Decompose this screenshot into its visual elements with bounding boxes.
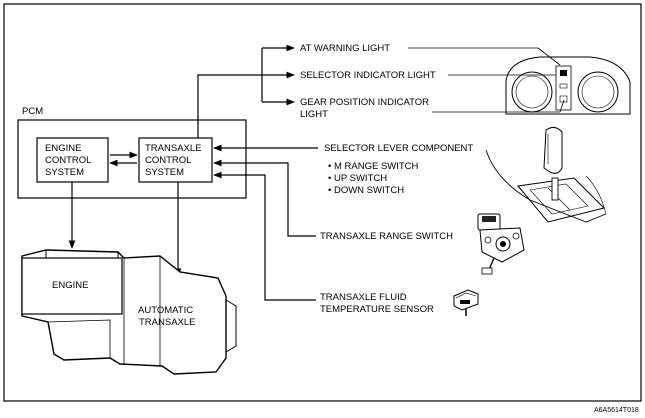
- selector-lever-illustration: [485, 126, 607, 223]
- outer-frame: [3, 3, 642, 402]
- selector-lever-component-label: SELECTOR LEVER COMPONENT: [324, 143, 473, 154]
- m-range-switch-label: • M RANGE SWITCH: [328, 161, 419, 172]
- automatic-transaxle-label-line2: TRANSAXLE: [139, 317, 196, 328]
- transaxle-range-switch-label: TRANSAXLE RANGE SWITCH: [320, 231, 453, 242]
- down-switch-label: • DOWN SWITCH: [328, 185, 404, 196]
- transaxle-fluid-temperature-label-line2: TEMPERATURE SENSOR: [320, 304, 434, 315]
- engine-control-system-box: ENGINE CONTROL SYSTEM: [36, 137, 109, 183]
- at-warning-light-label: AT WARNING LIGHT: [300, 43, 390, 54]
- pcm-box: [17, 119, 247, 199]
- ecs-line2: CONTROL: [45, 155, 91, 166]
- ecs-line1: ENGINE: [45, 143, 81, 154]
- transaxle-control-system-box: TRANSAXLE CONTROL SYSTEM: [138, 137, 213, 183]
- engine-transaxle-illustration: [21, 249, 237, 375]
- automatic-transaxle-label-line1: AUTOMATIC: [138, 305, 193, 316]
- ecs-line3: SYSTEM: [45, 167, 84, 178]
- gear-position-indicator-label-line2: LIGHT: [300, 109, 328, 120]
- tcs-line3: SYSTEM: [145, 167, 184, 178]
- selector-indicator-light-label: SELECTOR INDICATOR LIGHT: [300, 70, 436, 81]
- transaxle-range-switch-illustration: [477, 213, 525, 275]
- pcm-label: PCM: [22, 106, 43, 117]
- gear-position-indicator-label-line1: GEAR POSITION INDICATOR: [300, 97, 429, 108]
- up-switch-label: • UP SWITCH: [328, 173, 387, 184]
- instrument-cluster-illustration: [505, 56, 631, 115]
- input-lines: [213, 144, 318, 301]
- figure-code: A6A5614T018: [594, 407, 639, 414]
- fluid-temperature-sensor-illustration: [453, 289, 479, 316]
- tcs-line1: TRANSAXLE: [145, 143, 202, 154]
- transaxle-fluid-temperature-label-line1: TRANSAXLE FLUID: [320, 292, 407, 303]
- engine-label: ENGINE: [52, 280, 88, 291]
- tcs-line2: CONTROL: [145, 155, 191, 166]
- output-bus: [197, 44, 295, 138]
